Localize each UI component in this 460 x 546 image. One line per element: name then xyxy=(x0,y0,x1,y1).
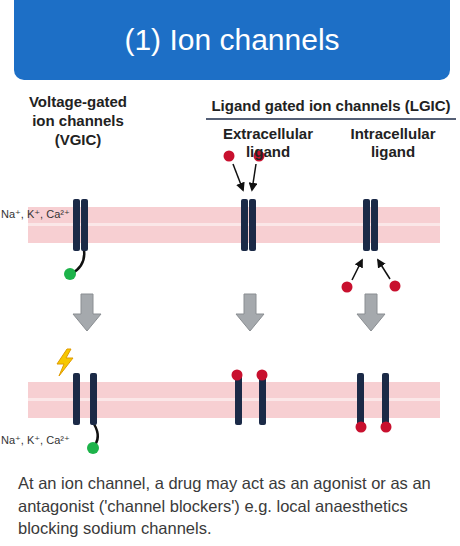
ion-label: Na⁺, K⁺, Ca²⁺ xyxy=(1,207,93,221)
channel-subunit xyxy=(371,199,378,251)
voltage-sensor xyxy=(64,268,76,280)
caption-text: At an ion channel, a drug may act as an … xyxy=(18,472,446,540)
channel-subunit xyxy=(363,199,370,251)
transition-arrow xyxy=(357,294,385,331)
binding-arrow xyxy=(378,260,390,279)
title-banner xyxy=(14,0,450,80)
channel-subunit xyxy=(259,373,266,425)
ligand-dot xyxy=(257,370,268,381)
title-text: (1) Ion channels xyxy=(14,0,450,80)
channel-subunit xyxy=(90,373,97,425)
ligand-dot xyxy=(232,370,243,381)
channel-subunit xyxy=(235,373,242,425)
channel-subunit xyxy=(241,199,248,251)
ligand-dot xyxy=(342,282,353,293)
column-header: Voltage-gated ion channels (VGIC) xyxy=(18,92,138,149)
ligand-dot xyxy=(381,422,392,433)
ion-label: Na⁺, K⁺, Ca²⁺ xyxy=(1,433,93,447)
binding-arrow xyxy=(252,164,256,190)
binding-arrow xyxy=(352,260,362,280)
subcolumn-header: Extracellular ligand xyxy=(216,125,320,161)
channel-subunit xyxy=(357,373,364,425)
voltage-sensor xyxy=(87,442,99,454)
transition-arrow xyxy=(73,294,101,331)
membrane-divider xyxy=(28,223,440,226)
membrane-divider xyxy=(28,398,440,401)
channel-subunit xyxy=(73,373,80,425)
ligand-dot xyxy=(224,151,235,162)
voltage-lightning xyxy=(57,349,73,376)
cell-membrane xyxy=(28,207,440,243)
column-header: Ligand gated ion channels (LGIC) xyxy=(205,96,457,115)
ligand-dot xyxy=(356,422,367,433)
channel-subunit xyxy=(382,373,389,425)
channel-subunit xyxy=(81,199,88,251)
channel-subunit xyxy=(73,199,80,251)
cell-membrane xyxy=(28,382,440,418)
header-underline xyxy=(206,118,456,120)
channel-subunit xyxy=(249,199,256,251)
ligand-dot xyxy=(390,281,401,292)
binding-arrow xyxy=(233,164,243,190)
transition-arrow xyxy=(236,294,264,331)
subcolumn-header: Intracellular ligand xyxy=(341,125,445,161)
